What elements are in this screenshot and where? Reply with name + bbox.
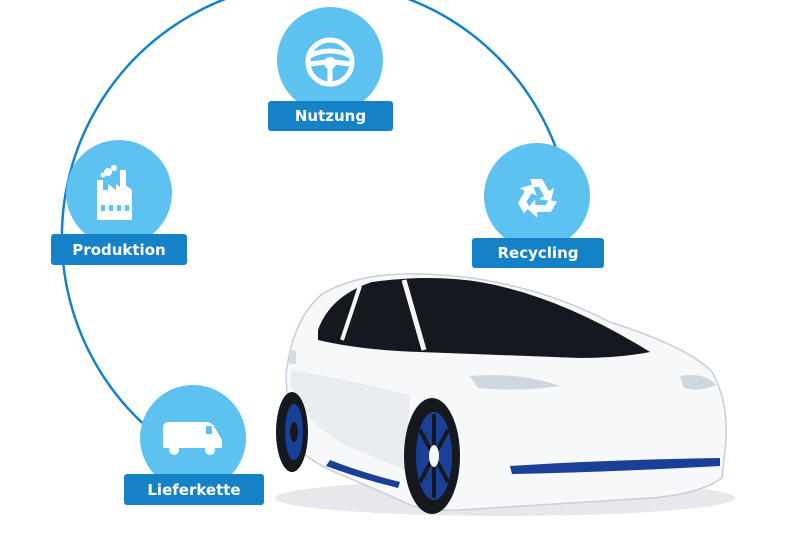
car-rear-light xyxy=(289,350,296,364)
stage-nutzung-label-box xyxy=(268,101,393,131)
stage-recycling-circle xyxy=(484,143,590,249)
stage-lieferkette: Lieferkette xyxy=(124,385,264,505)
stage-produktion: Produktion xyxy=(51,140,187,265)
car-pillar-a xyxy=(340,285,362,341)
steering-wheel-icon xyxy=(305,37,355,87)
car-front-accent xyxy=(510,458,720,474)
car-side-sill xyxy=(326,460,400,488)
stage-nutzung-label: Nutzung xyxy=(295,107,366,125)
stage-recycling-label-box xyxy=(472,238,604,268)
car-rear-wheel xyxy=(276,392,308,472)
car-glass xyxy=(318,278,650,358)
electric-car-illustration xyxy=(275,273,735,516)
recycling-icon xyxy=(518,179,557,218)
delivery-van-icon xyxy=(163,422,222,455)
car-side-shade xyxy=(290,370,410,470)
stage-recycling-label: Recycling xyxy=(498,244,579,262)
stage-nutzung: Nutzung xyxy=(268,7,393,131)
factory-icon xyxy=(97,165,132,220)
stage-produktion-label-box xyxy=(51,234,187,265)
car-front-wheel xyxy=(404,398,460,514)
stage-recycling: Recycling xyxy=(472,143,604,268)
cycle-arc xyxy=(60,0,572,446)
car-pillar-b xyxy=(401,279,427,351)
stage-produktion-label: Produktion xyxy=(72,241,165,259)
stage-lieferkette-label: Lieferkette xyxy=(147,481,240,499)
stage-lieferkette-label-box xyxy=(124,474,264,505)
car-headlight-left xyxy=(470,375,560,390)
car-headlight-right xyxy=(680,375,716,390)
